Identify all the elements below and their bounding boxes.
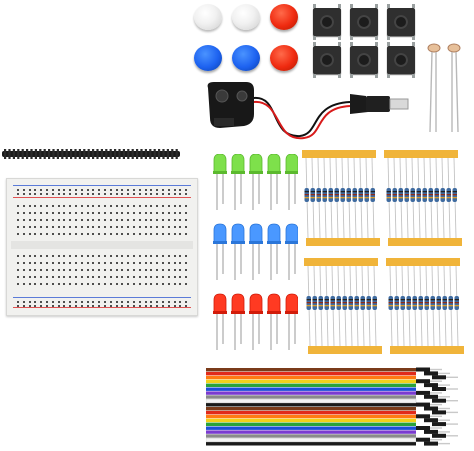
led [285,154,298,210]
jumper-wire [206,387,458,391]
photoresistors [427,43,461,133]
jumper-wire [206,414,442,419]
resistor-strips [302,150,464,354]
jumper-wire [206,394,450,399]
jumper-wire [206,422,458,427]
button-cap-blue-2 [232,45,260,71]
breadboard [6,178,198,316]
jumper-wire [206,402,442,407]
button-cap-red-1 [270,4,298,30]
photoresistor-2 [447,43,461,133]
jumper-wire [206,429,450,434]
jumper-wire [206,426,442,430]
led [249,223,263,280]
battery-clip-with-dc-plug [207,82,409,140]
breadboard-center-channel [11,241,193,249]
tactile-switch-6 [387,42,415,78]
button-cap-blue-1 [194,45,222,71]
tactile-switch-2 [350,4,378,40]
led-array [213,154,298,350]
button-cap-red-2 [270,45,298,71]
tactile-switch-4 [313,42,341,78]
led [231,154,245,210]
led [231,223,245,280]
jumper-wire [206,418,450,423]
led [213,154,227,210]
jumper-wire [206,371,450,376]
jumper-wire [206,441,450,446]
led [231,293,245,350]
jumper-wire [206,433,458,438]
led [213,223,227,280]
jumper-wire [206,437,442,442]
jumper-wire [206,383,450,388]
jumper-wire [206,379,442,384]
jumper-wire [206,375,458,380]
jumper-wire [206,398,458,403]
button-cap-white-1 [194,4,222,30]
led [213,293,227,350]
resistor-strip [302,150,380,246]
led [267,154,281,210]
tactile-switch-1 [313,4,341,40]
tactile-switch-5 [350,42,378,78]
pin-header-strip [2,149,180,159]
led [267,223,281,280]
tactile-switch-3 [387,4,415,40]
jumper-wire [206,406,450,411]
led [249,293,263,350]
jumper-wire [206,410,458,415]
led [267,293,281,350]
jumper-wire [206,390,442,395]
button-cap-white-2 [232,4,260,30]
resistor-strip [304,258,382,354]
resistor-strip [386,258,464,354]
led [285,293,298,350]
led [249,154,263,210]
jumper-wire [206,367,442,372]
photoresistor-1 [427,43,441,133]
jumper-wire-ribbon [206,367,458,446]
resistor-strip [384,150,462,246]
led [285,223,298,280]
